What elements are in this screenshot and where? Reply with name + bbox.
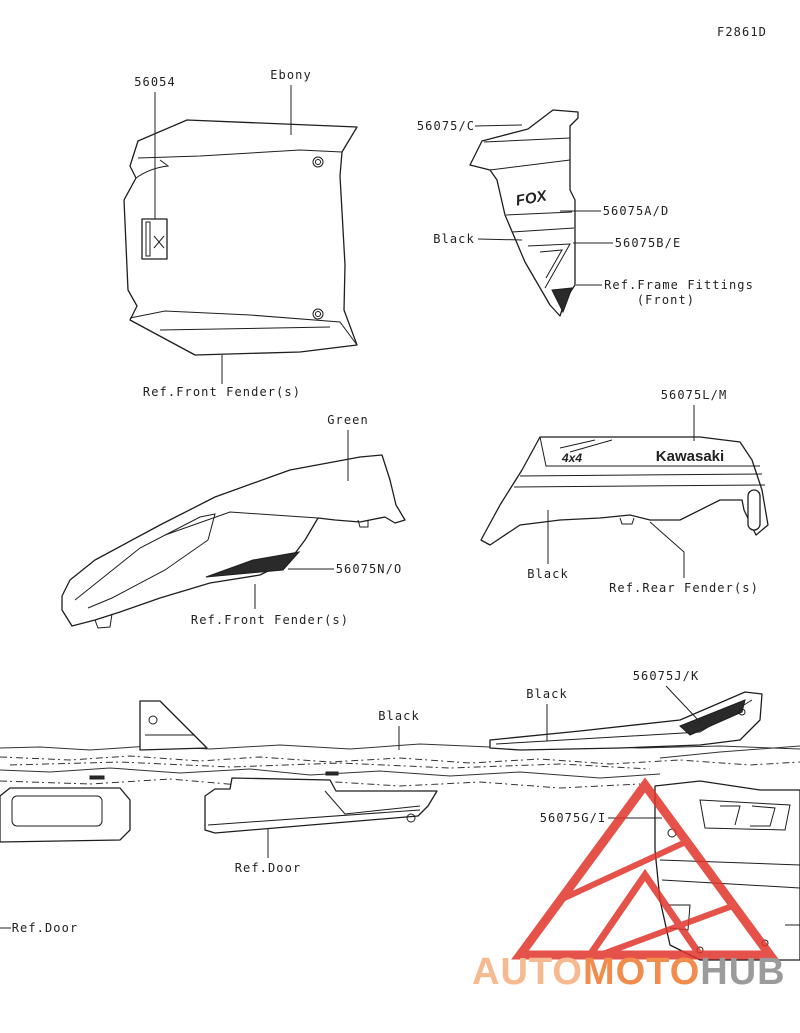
hood-top-crease — [137, 149, 343, 159]
hood-bolt-bottom — [312, 308, 324, 320]
frame-fitting-dark-edge — [551, 287, 573, 314]
watermark-logo — [511, 777, 779, 960]
watermark-text: AUTOMOTOHUB — [472, 951, 786, 993]
rear-fender-band-2 — [513, 484, 766, 488]
rear-fender-band-1 — [519, 473, 763, 477]
side-decal-gi — [654, 780, 800, 961]
front-fender-clip — [357, 519, 369, 528]
side-upper-color-label: Black — [526, 687, 568, 701]
frame-part-c-label: 56075/C — [417, 119, 475, 133]
front-fender-ref-label: Ref.Front Fender(s) — [191, 613, 349, 627]
hood-bolt-top-inner — [315, 159, 321, 165]
side-part-gi-label: 56075G/I — [540, 811, 607, 825]
frame-ref-label-line2: (Front) — [637, 293, 695, 307]
watermark-auto: AUTO — [472, 951, 583, 993]
center-door-panel — [204, 777, 438, 834]
hood-bolt-bottom-inner — [315, 311, 321, 317]
side-decal-jk — [489, 691, 763, 751]
door-ref-center-label: Ref.Door — [235, 861, 302, 875]
frame-color-leader — [477, 238, 523, 241]
side-part-jk-leader — [665, 685, 701, 723]
rear-fender-color-label: Black — [527, 567, 569, 581]
frame-fitting-decal: FOX — [469, 109, 579, 317]
rear-fender-ref-leader — [649, 521, 685, 578]
side-mid-color-label: Black — [378, 709, 420, 723]
hood-warning-label — [141, 218, 168, 260]
front-fender-part-label: 56075N/O — [336, 562, 403, 576]
rear-fender-slot — [747, 489, 761, 531]
rear-fender-part-label: 56075L/M — [661, 388, 728, 402]
front-fender-outline — [61, 454, 406, 627]
watermark-inner-triangle-icon — [587, 868, 703, 957]
diagram-code: F2861D — [717, 25, 767, 39]
rear-fender-clip — [619, 517, 635, 525]
hood-bottom-inner — [159, 326, 331, 331]
hood-color-label: Ebony — [270, 68, 312, 82]
front-fender-color-label: Green — [327, 413, 369, 427]
watermark-moto: MOTO — [583, 951, 700, 993]
frame-fitting-mid-band — [505, 211, 575, 233]
watermark-triangle-icon — [511, 777, 779, 960]
frame-fitting-stripe — [527, 243, 571, 289]
hood-panel — [123, 119, 358, 356]
rear-fender-stripe — [559, 439, 613, 453]
hood-bottom-crease — [129, 310, 358, 346]
front-fender-inner-curve — [74, 513, 216, 609]
front-fender-lower-tab — [94, 613, 113, 629]
frame-part-c-leader — [474, 124, 523, 127]
rear-fender-decal: Kawasaki 4x4 — [480, 436, 769, 546]
watermark-hub: HUB — [700, 951, 785, 993]
front-fender-decal — [61, 454, 406, 629]
frame-part-be-label: 56075B/E — [615, 236, 682, 250]
rear-fender-outline — [480, 436, 769, 546]
four-by-four-logo-text: 4x4 — [561, 451, 582, 465]
front-fender-crease — [164, 511, 319, 536]
side-panel-body — [0, 743, 800, 789]
rear-fender-decal-edge — [539, 436, 760, 467]
triangle-bracket — [139, 700, 208, 751]
frame-part-ad-label: 56075A/D — [603, 204, 670, 218]
side-part-jk-label: 56075J/K — [633, 669, 700, 683]
door-ref-left-label: Ref.Door — [12, 921, 79, 935]
front-fender-stripe-decal — [205, 551, 301, 578]
watermark-slash-icon — [558, 837, 737, 958]
hood-ref-label: Ref.Front Fender(s) — [143, 385, 301, 399]
hood-left-crease — [135, 159, 170, 179]
frame-color-label: Black — [433, 232, 475, 246]
kawasaki-logo-text: Kawasaki — [656, 448, 724, 465]
frame-fitting-top-band — [483, 137, 571, 171]
hood-bolt-top — [312, 156, 324, 168]
hood-part-label: 56054 — [134, 75, 176, 89]
frame-fitting-outline — [469, 109, 579, 317]
rear-fender-ref-label: Ref.Rear Fender(s) — [609, 581, 759, 595]
frame-ref-label-line1: Ref.Frame Fittings — [604, 278, 754, 292]
fox-logo-text: FOX — [515, 187, 549, 209]
left-door-panel — [0, 787, 131, 843]
